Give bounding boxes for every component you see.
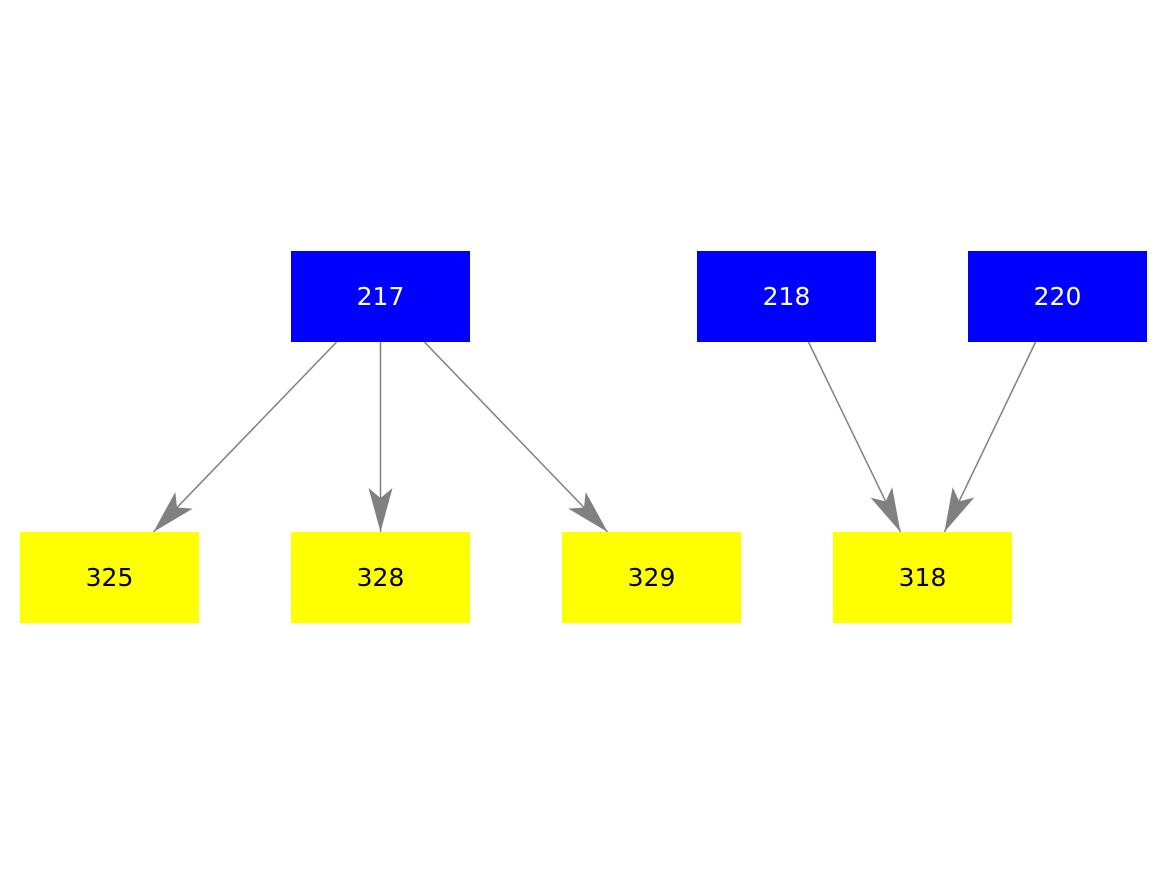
node-220-label: 220 (1033, 282, 1082, 311)
edge-217-to-329 (423, 341, 609, 533)
node-318: 318 (833, 532, 1012, 623)
node-325-label: 325 (85, 563, 134, 592)
node-329: 329 (562, 532, 741, 623)
edge-217-to-325 (152, 341, 338, 533)
edge-218-to-318 (807, 341, 902, 533)
node-325: 325 (20, 532, 199, 623)
node-218-label: 218 (762, 282, 811, 311)
node-328: 328 (291, 532, 470, 623)
node-217-label: 217 (356, 282, 405, 311)
node-217: 217 (291, 251, 470, 342)
node-220: 220 (968, 251, 1147, 342)
edge-220-to-318 (943, 341, 1037, 533)
edge-group (152, 341, 1037, 533)
node-318-label: 318 (898, 563, 947, 592)
node-328-label: 328 (356, 563, 405, 592)
node-329-label: 329 (627, 563, 676, 592)
node-218: 218 (697, 251, 876, 342)
